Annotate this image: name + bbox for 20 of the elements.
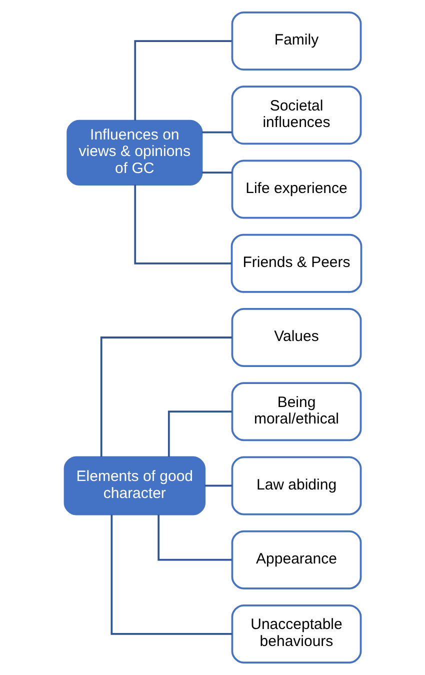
connector — [134, 184, 231, 264]
node-box: Friends & Peers — [230, 234, 362, 293]
connector — [134, 40, 232, 121]
connector — [110, 514, 232, 635]
node-box: Influences on views & opinions of GC — [66, 120, 202, 186]
node-box: Values — [230, 308, 362, 368]
node-box: Life experience — [230, 160, 362, 219]
connector — [204, 484, 232, 487]
node-box: Appearance — [230, 530, 362, 590]
node-box: Societal influences — [230, 86, 362, 145]
connector — [201, 172, 232, 174]
connector — [167, 410, 232, 457]
connector — [100, 336, 232, 457]
connector — [201, 131, 232, 134]
node-box: Elements of good character — [63, 456, 205, 516]
node-box: Unacceptable behaviours — [230, 604, 362, 664]
node-box: Family — [230, 11, 362, 71]
connector — [157, 514, 232, 561]
node-box: Law abiding — [230, 456, 362, 516]
node-box: Being moral/ethical — [230, 382, 362, 442]
